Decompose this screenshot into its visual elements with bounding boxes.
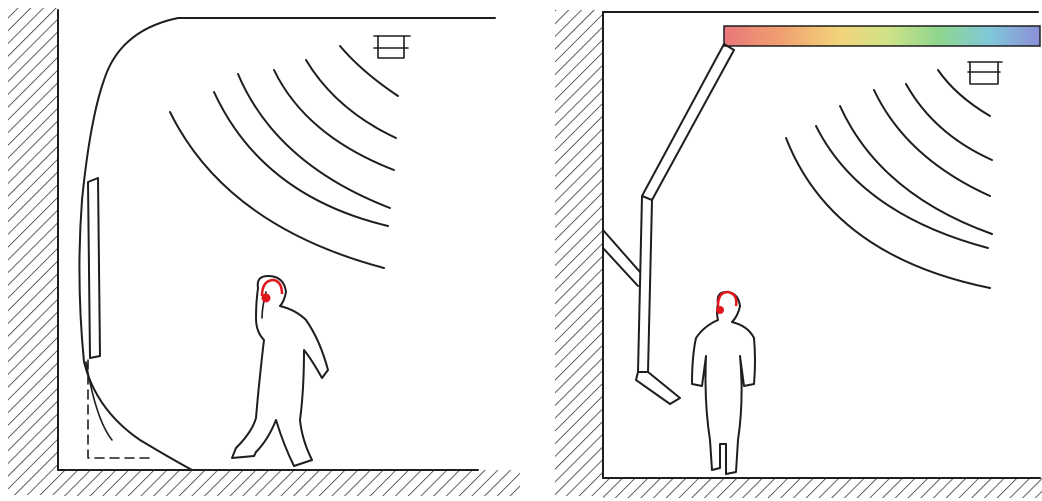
left-panel (0, 0, 520, 501)
left-headphones-icon (262, 280, 283, 303)
left-listener (232, 276, 328, 466)
left-ceiling-speaker (374, 36, 410, 58)
right-sound-waves (786, 70, 992, 288)
rainbow-light-bar (724, 26, 1040, 46)
right-panel (540, 0, 1042, 501)
left-panel-illustration (0, 0, 520, 501)
right-hatched-floor (603, 478, 1042, 498)
right-ceiling-speaker (968, 62, 1002, 84)
left-sound-waves (170, 46, 398, 268)
left-hatched-floor (58, 470, 520, 496)
articulated-arm (603, 44, 734, 404)
right-hatched-wall (555, 10, 603, 496)
right-panel-illustration (540, 0, 1042, 501)
left-wall-panel (88, 178, 100, 358)
right-listener (692, 292, 755, 474)
left-swing-door (79, 18, 192, 470)
left-hatched-wall (8, 8, 58, 495)
